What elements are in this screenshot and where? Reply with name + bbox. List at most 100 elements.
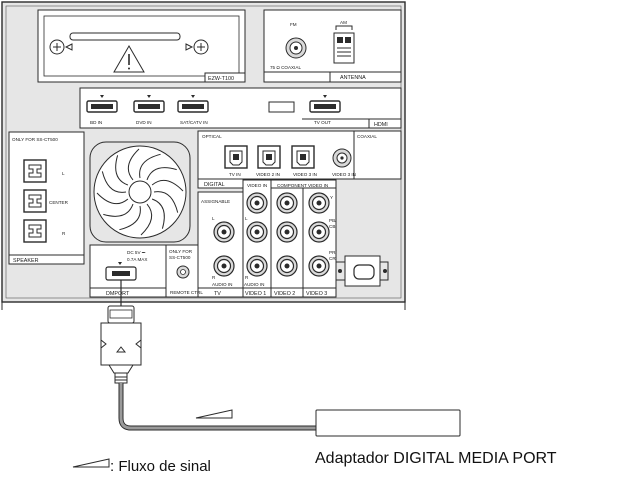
audio-in-label: AUDIO IN xyxy=(244,282,264,287)
dmport-label: DMPORT xyxy=(106,291,130,297)
module-slot: EZW-T100 xyxy=(37,9,246,83)
component-cr-label: CR xyxy=(329,256,336,261)
assignable-label: ASSIGNABLE xyxy=(201,199,230,204)
audio-in-label: AUDIO IN xyxy=(212,282,232,287)
digital-section: DIGITAL OPTICAL COAXIAL TV IN VIDEO 2 IN… xyxy=(197,130,402,189)
optical-digital-jack[interactable] xyxy=(257,145,281,169)
component-cb-label: CB xyxy=(329,224,335,229)
fan-rib xyxy=(153,191,179,213)
audio-left-label: L xyxy=(245,216,248,221)
ac-inlet xyxy=(336,255,389,287)
legend-arrow-icon xyxy=(72,458,110,468)
warning-triangle-icon xyxy=(113,44,145,73)
rca-jack[interactable] xyxy=(276,192,298,214)
fan-rib xyxy=(151,179,184,192)
rca-jack[interactable] xyxy=(276,221,298,243)
rca-jack[interactable] xyxy=(308,192,330,214)
group-label: VIDEO 1 xyxy=(245,291,266,297)
digital-media-port-adapter xyxy=(315,409,461,437)
dmport-cable xyxy=(100,280,316,431)
optical-port-label: VIDEO 3 IN xyxy=(293,172,317,177)
speaker-channel-label: R xyxy=(62,231,66,236)
am-label: AM xyxy=(340,20,347,25)
digital-label: DIGITAL xyxy=(204,182,225,188)
rca-jack[interactable] xyxy=(308,255,330,277)
component-y-label: Y xyxy=(330,195,333,200)
fan-rib xyxy=(146,167,177,181)
fan-rib xyxy=(119,205,141,231)
speaker-channel-label: L xyxy=(62,171,65,176)
rca-jack[interactable] xyxy=(246,192,268,214)
fan-rib xyxy=(139,153,161,179)
remote-note: SS-CT500 xyxy=(169,255,191,260)
triangle-up-icon xyxy=(115,346,127,353)
hdmi-bd-in-port[interactable] xyxy=(86,95,118,113)
fan-rib xyxy=(101,171,127,193)
rca-jack[interactable] xyxy=(308,221,330,243)
hdmi-port-label: DVD IN xyxy=(136,120,152,125)
group-label: VIDEO 3 xyxy=(306,291,327,297)
remote-label: REMOTE CTRL xyxy=(170,290,203,295)
hdmi-port-label: TV OUT xyxy=(314,120,331,125)
rca-jack[interactable] xyxy=(246,221,268,243)
rca-jack[interactable] xyxy=(213,221,235,243)
component-video-label: COMPONENT VIDEO IN xyxy=(277,183,328,188)
audio-right-label: R xyxy=(212,275,216,280)
speaker-note: ONLY FOR SS-CT500 xyxy=(12,137,58,142)
legend-caption: : Fluxo de sinal xyxy=(110,458,211,475)
arrow-left-icon xyxy=(64,43,73,51)
rca-jack[interactable] xyxy=(246,255,268,277)
fan-rib xyxy=(115,155,129,186)
signal-flow-arrow-icon xyxy=(195,409,233,419)
optical-digital-jack[interactable] xyxy=(291,145,315,169)
hdmi-blank-cover xyxy=(268,101,295,113)
hdmi-section: HDMI BD IN DVD IN SAT/CATV IN TV OUT xyxy=(79,87,402,129)
remote-note: ONLY FOR xyxy=(169,249,193,254)
hdmi-label: HDMI xyxy=(374,122,388,128)
module-slot-label: EZW-T100 xyxy=(208,76,234,82)
adapter-caption: Adaptador DIGITAL MEDIA PORT xyxy=(315,450,557,467)
hdmi-dvd-in-port[interactable] xyxy=(133,95,165,113)
fan-rib xyxy=(103,203,134,217)
speaker-section: ONLY FOR SS-CT500 SPEAKER L CENTER R xyxy=(8,131,85,265)
group-label: VIDEO 2 xyxy=(274,291,295,297)
coaxial-port-label: VIDEO 3 IN xyxy=(332,172,356,177)
fm-label: FM xyxy=(290,22,297,27)
dmport-current: 0.7A MAX xyxy=(127,257,147,262)
triangle-marker-icon xyxy=(118,262,122,265)
speaker-channel-label: CENTER xyxy=(49,200,69,205)
speaker-jack[interactable] xyxy=(23,189,47,213)
fm-coaxial-label: 75 Ω COAXIAL xyxy=(270,65,301,70)
speaker-jack[interactable] xyxy=(23,159,47,183)
fan-rib xyxy=(151,198,165,229)
hdmi-port-label: SAT/CATV IN xyxy=(180,120,208,125)
arrow-right-icon xyxy=(185,43,194,51)
remote-ctrl-section: ONLY FOR SS-CT500 REMOTE CTRL xyxy=(165,244,203,298)
fan-rib xyxy=(96,192,129,205)
group-label: TV xyxy=(214,291,221,297)
optical-label: OPTICAL xyxy=(202,134,222,139)
speaker-jack[interactable] xyxy=(23,219,47,243)
rca-jack[interactable] xyxy=(276,255,298,277)
antenna-label: ANTENNA xyxy=(340,75,366,81)
analog-section: ASSIGNABLE VIDEO IN COMPONENT VIDEO IN L… xyxy=(197,179,337,298)
component-pb-label: PB/ xyxy=(329,218,337,223)
antenna-section: FM 75 Ω COAXIAL AM ANTENNA xyxy=(263,9,402,83)
speaker-label: SPEAKER xyxy=(13,258,39,264)
cable-plug xyxy=(100,305,142,384)
rca-jack[interactable] xyxy=(213,255,235,277)
dmport-rating: DC 5V ⎓ xyxy=(127,250,146,255)
fan-rib xyxy=(140,203,153,236)
hdmi-tv-out-port[interactable] xyxy=(309,95,341,113)
fan-rib xyxy=(127,148,140,181)
component-pr-label: PR/ xyxy=(329,250,337,255)
optical-port-label: TV IN xyxy=(229,172,241,177)
optical-port-label: VIDEO 2 IN xyxy=(256,172,280,177)
coaxial-label: COAXIAL xyxy=(357,134,377,139)
audio-left-label: L xyxy=(212,216,215,221)
optical-digital-jack[interactable] xyxy=(224,145,248,169)
video-in-label: VIDEO IN xyxy=(247,183,267,188)
hdmi-sat-catv-in-port[interactable] xyxy=(177,95,209,113)
audio-right-label: R xyxy=(245,275,249,280)
